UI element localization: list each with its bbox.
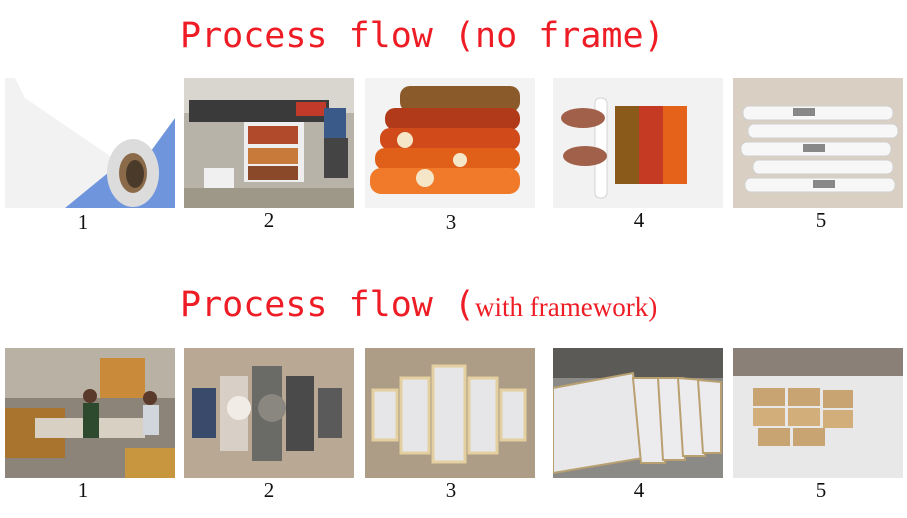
framing-workshop-photo bbox=[5, 348, 175, 478]
five-panel-canvas-photo bbox=[184, 348, 354, 478]
step-number: 2 bbox=[263, 478, 275, 502]
step-number: 3 bbox=[445, 478, 457, 502]
step-number: 5 bbox=[815, 208, 827, 232]
step-number: 4 bbox=[633, 208, 645, 232]
section-title-no-frame: Process flow (no frame) bbox=[180, 16, 665, 56]
rolled-prints-photo bbox=[365, 78, 535, 208]
step-number: 1 bbox=[77, 478, 89, 502]
step-number: 4 bbox=[633, 478, 645, 502]
canvas-roll-photo bbox=[5, 78, 175, 208]
step-number: 5 bbox=[815, 478, 827, 502]
packed-tubes-photo bbox=[733, 78, 903, 208]
section-title-with-framework: Process flow (with framework) bbox=[180, 285, 657, 327]
step-number: 2 bbox=[263, 208, 275, 232]
stacked-frames-photo bbox=[553, 348, 723, 478]
rolling-print-photo bbox=[553, 78, 723, 208]
title-main-text: Process flow ( bbox=[180, 285, 476, 325]
large-format-printer-photo bbox=[184, 78, 354, 208]
title-extra-text: with framework) bbox=[475, 292, 658, 322]
frame-backs-photo bbox=[365, 348, 535, 478]
step-number: 3 bbox=[445, 210, 457, 234]
boxed-shipment-photo bbox=[733, 348, 903, 478]
step-number: 1 bbox=[77, 210, 89, 234]
title-main-text: Process flow (no frame) bbox=[180, 16, 665, 56]
